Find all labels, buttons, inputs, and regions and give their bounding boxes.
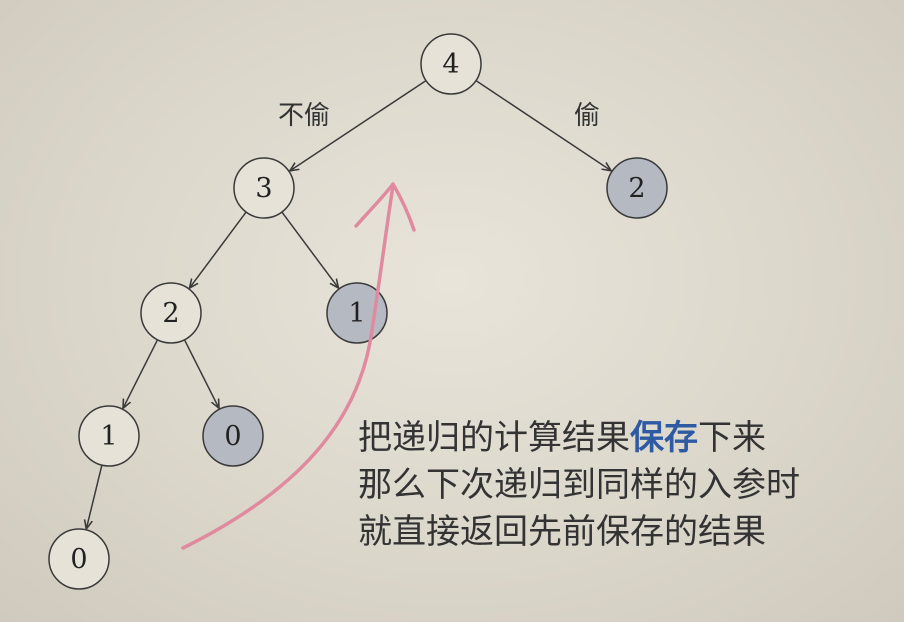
node-circle bbox=[233, 157, 295, 219]
memoized-node-circle bbox=[606, 157, 668, 219]
tree-node-n1: 1 bbox=[78, 405, 140, 467]
node-value: 1 bbox=[100, 421, 117, 452]
tree-nodes: 4 3 2 2 1 1 0 0 bbox=[48, 33, 668, 590]
node-value: 4 bbox=[442, 49, 459, 80]
tree-edges bbox=[86, 79, 611, 529]
tree-node-n0r: 0 bbox=[202, 405, 264, 467]
node-value: 1 bbox=[348, 298, 365, 329]
node-circle bbox=[78, 405, 140, 467]
caption-line-1: 把递归的计算结果保存下来 bbox=[358, 415, 800, 462]
tree-edge-n3-n2 bbox=[190, 211, 247, 288]
caption-line-1-end: 下来 bbox=[698, 418, 766, 458]
caption-line-3: 就直接返回先前保存的结果 bbox=[358, 512, 766, 552]
caption-line-1-start: 把递归的计算结果 bbox=[358, 418, 630, 458]
tree-edge-n4-n2r bbox=[475, 79, 611, 171]
tree-edge-n2-n1 bbox=[123, 339, 159, 409]
tree-edge-n4-n3 bbox=[290, 79, 427, 171]
memoized-node-circle bbox=[202, 405, 264, 467]
node-value: 0 bbox=[224, 421, 241, 452]
caption-highlight-save: 保存 bbox=[630, 418, 698, 458]
tree-node-n4: 4 bbox=[420, 33, 482, 95]
node-value: 2 bbox=[162, 298, 179, 329]
return-arrow-annotation bbox=[181, 182, 416, 550]
tree-node-n2: 2 bbox=[140, 282, 202, 344]
node-circle bbox=[140, 282, 202, 344]
tree-edge-n2-n0r bbox=[183, 339, 220, 409]
node-circle bbox=[48, 528, 110, 590]
caption-line-2: 那么下次递归到同样的入参时 bbox=[358, 465, 800, 505]
tree-edge-n3-n1r bbox=[281, 211, 339, 288]
tree-edge-n1-n0 bbox=[86, 464, 103, 529]
node-value: 0 bbox=[70, 544, 87, 575]
tree-node-n2r: 2 bbox=[606, 157, 668, 219]
node-value: 2 bbox=[628, 173, 645, 204]
edge-label-not-steal: 不偷 bbox=[278, 101, 330, 131]
node-value: 3 bbox=[255, 173, 272, 204]
explanation-caption: 把递归的计算结果保存下来 那么下次递归到同样的入参时 就直接返回先前保存的结果 bbox=[358, 415, 800, 556]
tree-node-n3: 3 bbox=[233, 157, 295, 219]
node-circle bbox=[420, 33, 482, 95]
edge-label-steal: 偷 bbox=[574, 101, 600, 131]
tree-node-n0: 0 bbox=[48, 528, 110, 590]
